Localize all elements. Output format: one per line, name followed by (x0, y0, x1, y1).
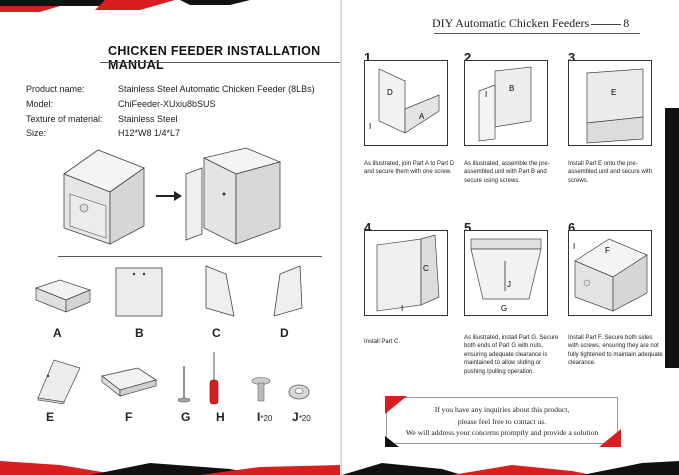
step-3-number: 3 (568, 50, 576, 65)
bottom-stripe-decoration (0, 461, 342, 475)
title-dash (591, 23, 622, 25)
diy-title: DIY Automatic Chicken Feeders 8 (432, 16, 629, 31)
part-label-d: D (280, 326, 289, 340)
part-a-illustration (34, 279, 91, 313)
part-j-letter: J (292, 410, 299, 424)
step-4-diagram: C I (364, 230, 448, 316)
step-1-diagram: D A I (364, 60, 448, 146)
diy-title-text: DIY Automatic Chicken Feeders (432, 16, 590, 30)
step-6-mark-f: F (605, 246, 610, 255)
step-4-mark-c: C (423, 264, 429, 273)
part-label-j: J*20 (292, 410, 311, 424)
spec-label-product: Product name: (26, 84, 85, 94)
step-1-mark-i: I (369, 122, 371, 131)
step-1-illustration: D A I (369, 68, 440, 134)
assembled-feeder-illustration (63, 149, 145, 245)
step-3-mark-e: E (611, 88, 616, 97)
part-label-f: F (125, 410, 133, 424)
step-6-illustration: F I (573, 238, 648, 312)
right-edge-stripe-decoration (665, 108, 679, 368)
contact-line-2: please feel free to contact us. (457, 416, 547, 426)
step-5-illustration: J G (470, 238, 542, 313)
part-j-nut-icon (288, 384, 310, 400)
page-number: 8 (623, 16, 630, 30)
step-2-mark-i: I (485, 90, 487, 99)
step-1-mark-a: A (419, 112, 425, 121)
step-1-text: As illustrated, join Part A to Part D an… (364, 161, 455, 176)
part-label-h: H (216, 410, 225, 424)
manual-title: CHICKEN FEEDER INSTALLATION MANUAL (108, 44, 321, 72)
left-page: CHICKEN FEEDER INSTALLATION MANUAL Produ… (0, 0, 342, 475)
step-2-number: 2 (464, 50, 472, 65)
part-label-e: E (46, 410, 55, 424)
exploded-feeder-illustration (185, 147, 282, 245)
contact-line-3: We will address your concerns promptly a… (405, 428, 599, 438)
step-3-illustration: E (586, 68, 644, 144)
step-5-mark-g: G (501, 304, 507, 313)
step-1-number: 1 (364, 50, 372, 65)
step-4-illustration: C I (376, 234, 440, 313)
bottom-stripe-decoration-right (342, 461, 679, 475)
part-f-illustration (101, 367, 157, 397)
step-6-text: Install Part F. Secure both sides with s… (568, 335, 663, 367)
part-d-illustration (273, 265, 303, 317)
spec-label-material: Texture of material: (26, 114, 103, 124)
part-i-quantity: *20 (260, 414, 273, 423)
step-6-number: 6 (568, 220, 576, 235)
spec-label-model: Model: (26, 99, 54, 109)
step-4-number: 4 (364, 220, 372, 235)
step-4-mark-i: I (401, 304, 403, 313)
part-j-quantity: *20 (298, 414, 311, 423)
step-4-text: Install Part C. (364, 339, 401, 345)
step-3-diagram: E (568, 60, 652, 146)
step-2-text: As illustrated, assemble the pre-assembl… (464, 161, 550, 184)
part-label-c: C (212, 326, 221, 340)
spec-value-model: ChiFeeder-XUxiu8bSUS (118, 99, 216, 109)
contact-line-1: If you have any inquiries about this pro… (434, 405, 570, 414)
part-h-screwdriver-icon (209, 352, 219, 405)
spec-label-size: Size: (26, 128, 47, 138)
diy-title-underline (434, 33, 640, 34)
step-5-text: As illustrated, install Part G. Secure b… (464, 335, 559, 375)
spec-value-size: H12*W8 1/4*L7 (118, 128, 181, 138)
step-2-diagram: B I (464, 60, 548, 146)
step-3-text: Install Part E onto the pre-assembled un… (568, 161, 653, 184)
part-i-letter: I (257, 410, 261, 424)
part-i-screw-icon (251, 377, 271, 402)
step-6-mark-i: I (573, 242, 575, 251)
step-1-mark-d: D (387, 88, 393, 97)
step-5-diagram: J G (464, 230, 548, 316)
part-label-a: A (53, 326, 62, 340)
part-label-i: I*20 (257, 410, 272, 424)
arrow-right-icon (156, 191, 182, 201)
part-b-illustration (115, 267, 163, 317)
spec-value-material: Stainless Steel (118, 114, 178, 124)
section-divider (58, 256, 322, 257)
contact-corner-decoration (385, 396, 621, 447)
spec-value-product: Stainless Steel Automatic Chicken Feeder… (118, 84, 315, 94)
step-5-mark-j: J (507, 280, 511, 289)
title-underline (100, 62, 340, 63)
step-2-illustration: B I (478, 66, 532, 142)
step-2-mark-b: B (509, 84, 514, 93)
step-5-number: 5 (464, 220, 472, 235)
part-g-rod-illustration (177, 366, 191, 403)
top-stripe-decoration (0, 0, 250, 12)
step-6-diagram: F I (568, 230, 652, 316)
right-page: DIY Automatic Chicken Feeders 8 1 D A I A… (342, 0, 679, 475)
contact-notice: If you have any inquiries about this pro… (385, 396, 621, 447)
part-e-illustration (37, 359, 81, 404)
part-label-g: G (181, 410, 191, 424)
part-label-b: B (135, 326, 144, 340)
part-c-illustration (205, 265, 235, 317)
